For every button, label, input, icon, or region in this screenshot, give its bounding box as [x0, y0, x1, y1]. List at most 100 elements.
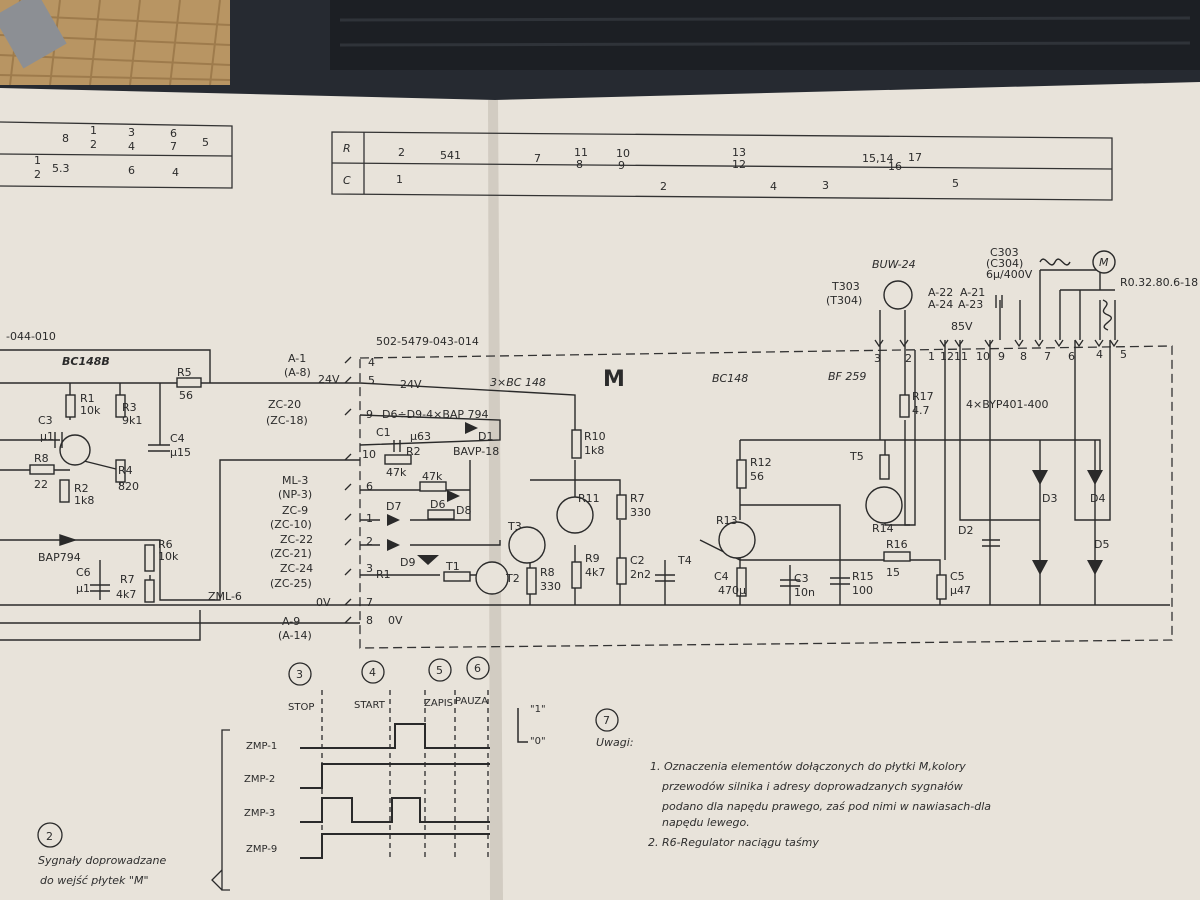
grid-c-3: 4	[770, 180, 777, 193]
grid-c-5: 5	[952, 177, 959, 190]
lbl-r6: R6	[158, 538, 173, 551]
lbl-bc148b: BC148B	[62, 355, 110, 368]
lbl-a23: A-23	[958, 298, 983, 311]
grid-c-4: 3	[822, 179, 829, 192]
uwagi-line4: napędu lewego.	[662, 816, 750, 829]
lbl-r2b: R2	[406, 445, 421, 458]
voltage-24v-left: 24V	[318, 373, 340, 386]
lbl-r7-val: 4k7	[116, 588, 136, 601]
lbl-t2: T3	[507, 520, 522, 533]
lbl-r2b-val: 47k	[386, 466, 407, 479]
lbl-zml6: ZML-6	[208, 590, 242, 603]
tr-pin-4: 4	[1096, 348, 1103, 361]
lbl-r17: C5	[950, 570, 965, 583]
left-table-r1-c5: 4	[128, 140, 135, 153]
grid-r-1: 2	[398, 146, 405, 159]
lbl-d1: D1	[478, 430, 493, 443]
row-zmp9: ZMP-9	[246, 844, 277, 855]
uwagi-line1: 1. Oznaczenia elementów dołączonych do p…	[650, 760, 966, 773]
motor-icon: M	[1099, 256, 1109, 269]
tr-pin-8: 8	[1020, 350, 1027, 363]
lbl-c6: C6	[76, 566, 91, 579]
tr-pin-1: 1	[928, 350, 935, 363]
left-table-r2-c1: 1	[34, 154, 41, 167]
lbl-r13-val: 56	[750, 470, 764, 483]
uwagi-title: Uwagi:	[596, 736, 634, 749]
pin-3: 3	[366, 562, 373, 575]
lbl-r3: R3	[122, 401, 137, 414]
grid-r-5: 8	[576, 158, 583, 171]
lbl-r5-val: 56	[179, 389, 193, 402]
lbl-r17-val: µ47	[950, 584, 971, 597]
lbl-r12-val: 470µ	[718, 584, 746, 597]
lbl-r14-val: 15	[886, 566, 900, 579]
grid-r-7: 9	[618, 159, 625, 172]
lbl-c303: C303	[990, 246, 1019, 259]
conn-zc22: ZC-22	[280, 533, 313, 546]
lbl-r8-val: 22	[34, 478, 48, 491]
lbl-d2: D3	[1042, 492, 1057, 505]
level-1: "1"	[530, 704, 546, 715]
lbl-r9b-val: 2n2	[630, 568, 651, 581]
voltage-85v: 85V	[951, 320, 973, 333]
lbl-lamp: BUW-24	[872, 258, 916, 271]
conn-ml3: ML-3	[282, 474, 308, 487]
lbl-r10: R7	[630, 492, 645, 505]
lbl-d4: D5	[1094, 538, 1109, 551]
lbl-c4b: C3	[794, 572, 809, 585]
tr-pin-7: 7	[1044, 350, 1051, 363]
left-table-r1-c3: 2	[90, 138, 97, 151]
lbl-t5: R14	[872, 522, 894, 535]
lbl-r11: R10	[584, 430, 606, 443]
lbl-c2: T4	[677, 554, 692, 567]
grid-r-3: 7	[534, 152, 541, 165]
lbl-a24: A-24	[928, 298, 953, 311]
conn-zc24-alt: (ZC-25)	[270, 577, 312, 590]
lbl-bap794: BAP794	[38, 551, 81, 564]
pin-6: 6	[366, 480, 373, 493]
pin-4: 4	[368, 356, 375, 369]
tr-pin-9: 9	[998, 350, 1005, 363]
pin-9: 9	[366, 408, 373, 421]
state-stop: STOP	[288, 702, 314, 713]
lbl-r11-val: 1k8	[584, 444, 604, 457]
conn-zc20: ZC-20	[268, 398, 301, 411]
paper-page	[0, 82, 1200, 900]
lbl-r4b-val: 47k	[422, 470, 443, 483]
lbl-a22: A-22	[928, 286, 953, 299]
conn-zc20-alt: (ZC-18)	[266, 414, 308, 427]
lbl-r8b-val: 4k7	[585, 566, 605, 579]
lbl-r4: R4	[118, 464, 133, 477]
pin-1: 1	[366, 512, 373, 525]
marker-4: 4	[369, 666, 376, 679]
lbl-d7: D8	[456, 504, 471, 517]
marker-5: 5	[436, 664, 443, 677]
left-table	[0, 121, 233, 189]
lbl-c4-val: µ15	[170, 446, 191, 459]
lbl-r16: R17	[912, 390, 934, 403]
left-table-r1-c7: 7	[170, 140, 177, 153]
voltage-24v-board: 24V	[400, 378, 422, 391]
lbl-c5: D2	[958, 524, 973, 537]
lbl-r9b: C2	[630, 554, 645, 567]
lbl-r2-val: 1k8	[74, 494, 94, 507]
uwagi-line3: podano dla napędu prawego, zaś pod nimi …	[661, 800, 991, 813]
lbl-c1-val: µ63	[410, 430, 431, 443]
ref-code: -044-010	[6, 330, 56, 343]
marker-3: 3	[296, 668, 303, 681]
lbl-t304: (T304)	[826, 294, 862, 307]
lbl-t-group: 3×BC 148	[490, 376, 546, 389]
marker-7: 7	[603, 714, 610, 727]
note2-line2: do wejść płytek "M"	[40, 874, 149, 887]
grid-r-2: 541	[440, 149, 461, 162]
board-m-outline	[359, 345, 1173, 649]
tr-pin-11: 11	[954, 350, 968, 363]
board-components	[384, 250, 1116, 600]
tr-pin-5: 5	[1120, 348, 1127, 361]
book-fold	[488, 100, 503, 900]
lbl-t4: R13	[716, 514, 738, 527]
lbl-r16-val: 4.7	[912, 404, 930, 417]
left-table-r2-c4: 6	[128, 164, 135, 177]
lbl-r12: C4	[714, 570, 729, 583]
lbl-t1: T2	[505, 572, 520, 585]
